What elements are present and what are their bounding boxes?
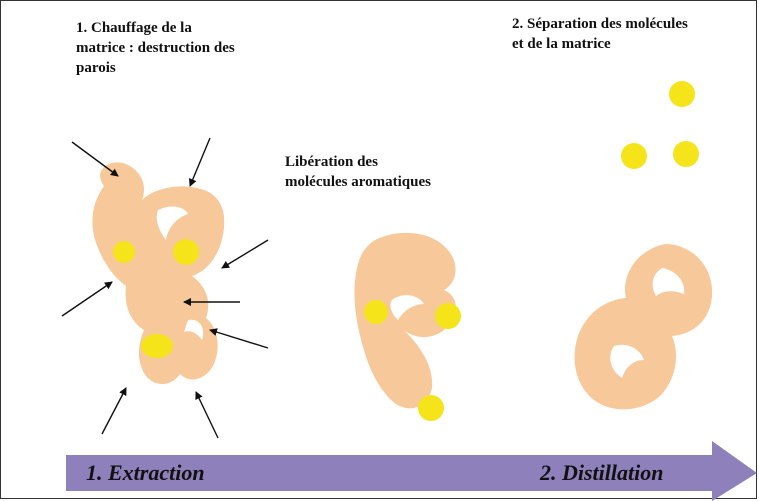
molecule <box>173 239 199 265</box>
molecule <box>141 334 173 358</box>
molecule <box>669 81 695 107</box>
liberation-label: Libération des molécules aromatiques <box>285 152 515 192</box>
matrix-intact <box>92 162 224 384</box>
molecule <box>435 303 461 329</box>
heat-arrow <box>72 142 118 176</box>
matrix-separated <box>575 81 713 409</box>
heat-arrow <box>210 330 268 348</box>
extraction-label: 1. Extraction <box>86 460 205 486</box>
heat-arrow <box>222 240 268 268</box>
heat-arrow <box>196 392 218 438</box>
heat-arrow <box>102 388 126 434</box>
matrix-shape-3 <box>575 244 713 409</box>
molecule <box>418 395 444 421</box>
step1-label: 1. Chauffage de la matrice : destruction… <box>76 18 326 78</box>
molecule <box>621 143 647 169</box>
molecule <box>673 141 699 167</box>
heat-arrow <box>190 138 210 186</box>
heat-arrow <box>62 282 112 316</box>
molecule <box>364 300 388 324</box>
matrix-opened <box>354 233 461 421</box>
step2-label: 2. Séparation des molécules et de la mat… <box>512 14 759 54</box>
distillation-label: 2. Distillation <box>540 460 663 486</box>
molecule <box>113 241 135 263</box>
